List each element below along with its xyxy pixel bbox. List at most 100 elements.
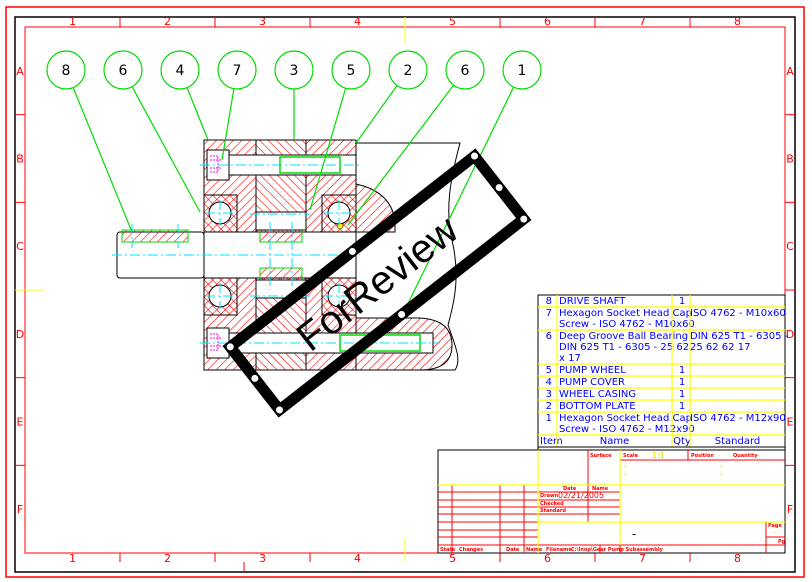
position-label: Position — [691, 453, 714, 459]
balloon-circle[interactable] — [160, 50, 200, 90]
zone-row-right: C — [786, 240, 794, 253]
bom-item: 8 — [546, 296, 552, 307]
bom-qty: 1 — [679, 389, 685, 400]
balloon-label: 8 — [62, 63, 71, 79]
zone-col-top: 7 — [639, 15, 646, 28]
bom-standard: ISO 4762 - M12x90 — [690, 413, 786, 424]
balloon-circle[interactable] — [274, 50, 314, 90]
drawn-label: Drawn — [540, 493, 559, 499]
filename-label: Filename — [546, 547, 572, 553]
balloon-circle[interactable] — [46, 50, 86, 90]
scale-label: Scale — [623, 453, 639, 459]
bom-item: 1 — [546, 413, 552, 424]
balloon-label: 3 — [290, 63, 299, 79]
bom-name: Screw - ISO 4762 - M10x60 — [559, 319, 695, 330]
zone-row-left: E — [17, 416, 24, 429]
balloon-label: 2 — [404, 63, 413, 79]
zone-row-left: F — [17, 503, 23, 516]
balloon-leader — [309, 88, 347, 211]
drawn-date[interactable]: 02/21/2005 — [558, 491, 604, 500]
centerlines — [112, 164, 440, 344]
zone-col-top: 5 — [449, 15, 456, 28]
zone-col-top: 2 — [164, 15, 171, 28]
stamp-handles[interactable] — [225, 150, 530, 415]
balloon-circle[interactable] — [103, 50, 143, 90]
reference-point — [336, 222, 344, 230]
date2-label: Date — [506, 547, 520, 553]
bom-name: DRIVE SHAFT — [559, 296, 626, 307]
quantity-label: Quantity — [733, 453, 758, 459]
zone-row-right: A — [786, 65, 794, 78]
bom-name: x 17 — [559, 353, 581, 364]
balloon-circle[interactable] — [388, 50, 428, 90]
balloon-leader — [221, 88, 235, 161]
balloon-circle[interactable] — [502, 50, 542, 90]
bom-item: 4 — [546, 377, 552, 388]
dash-1: - — [624, 462, 627, 471]
screw-socket-top — [210, 155, 222, 173]
screw-socket-bottom — [210, 333, 222, 351]
standard-label: Standard — [540, 508, 566, 514]
balloon-leader — [186, 87, 209, 141]
bom-name: Screw - ISO 4762 - M12x90 — [559, 424, 695, 435]
bom-qty: 1 — [679, 365, 685, 376]
scale-value: 1:1 — [652, 451, 665, 460]
bom-name: Hexagon Socket Head Cap — [559, 413, 692, 424]
filename-value[interactable]: C:\Inop\Gear Pump Subassembly — [571, 547, 664, 553]
pump-wheel-gap-top — [255, 211, 307, 231]
balloon-leader — [72, 87, 133, 233]
zone-col-bottom: 2 — [164, 552, 171, 565]
bom-name: BOTTOM PLATE — [559, 401, 636, 412]
zone-row-left: A — [16, 65, 24, 78]
bom-name: PUMP WHEEL — [559, 365, 626, 376]
bom-name: DIN 625 T1 - 6305 - 25 62 — [559, 342, 689, 353]
balloon-label: 1 — [518, 63, 527, 79]
quantity-value: - — [757, 451, 760, 460]
zone-col-top: 8 — [734, 15, 741, 28]
outer-border — [5, 6, 805, 578]
zone-row-right: E — [787, 416, 794, 429]
zone-row-right: B — [786, 153, 794, 166]
zone-col-bottom: 7 — [639, 552, 646, 565]
balloon-circle[interactable] — [331, 50, 371, 90]
bom-standard: DIN 625 T1 - 6305 - — [690, 331, 789, 342]
surface-label: Surface — [590, 453, 612, 459]
zone-row-right: F — [787, 503, 793, 516]
zone-row-right: D — [786, 328, 794, 341]
zone-row-left: B — [16, 153, 24, 166]
bom-standard: ISO 4762 - M10x60 — [690, 308, 786, 319]
zone-col-bottom: 6 — [544, 552, 551, 565]
bom-header-item: Item — [540, 436, 563, 447]
state-label: State — [440, 547, 456, 553]
balloon-leader — [131, 86, 201, 213]
zone-row-left: C — [16, 240, 24, 253]
zone-col-top: 4 — [354, 15, 361, 28]
balloon-leader — [355, 85, 398, 144]
balloon-circle[interactable] — [217, 50, 257, 90]
name-label: Name — [592, 486, 609, 492]
zone-row-left: D — [16, 328, 24, 341]
bom-standard: 25 62 62 17 — [690, 342, 750, 353]
dash-3: - — [720, 462, 723, 471]
drawing-name[interactable]: - — [632, 527, 636, 541]
balloon-circle[interactable] — [445, 50, 485, 90]
title-block: Surface Scale 1:1 Position - Quantity - … — [437, 449, 786, 554]
bom-header-name: Name — [600, 436, 630, 447]
zone-col-bottom: 1 — [69, 552, 76, 565]
position-value: - — [718, 451, 721, 460]
zone-col-bottom: 8 — [734, 552, 741, 565]
balloon-label: 4 — [176, 63, 185, 79]
gear-pump-section[interactable] — [112, 139, 461, 371]
balloon-label: 6 — [119, 63, 128, 79]
bom-item: 3 — [546, 389, 552, 400]
